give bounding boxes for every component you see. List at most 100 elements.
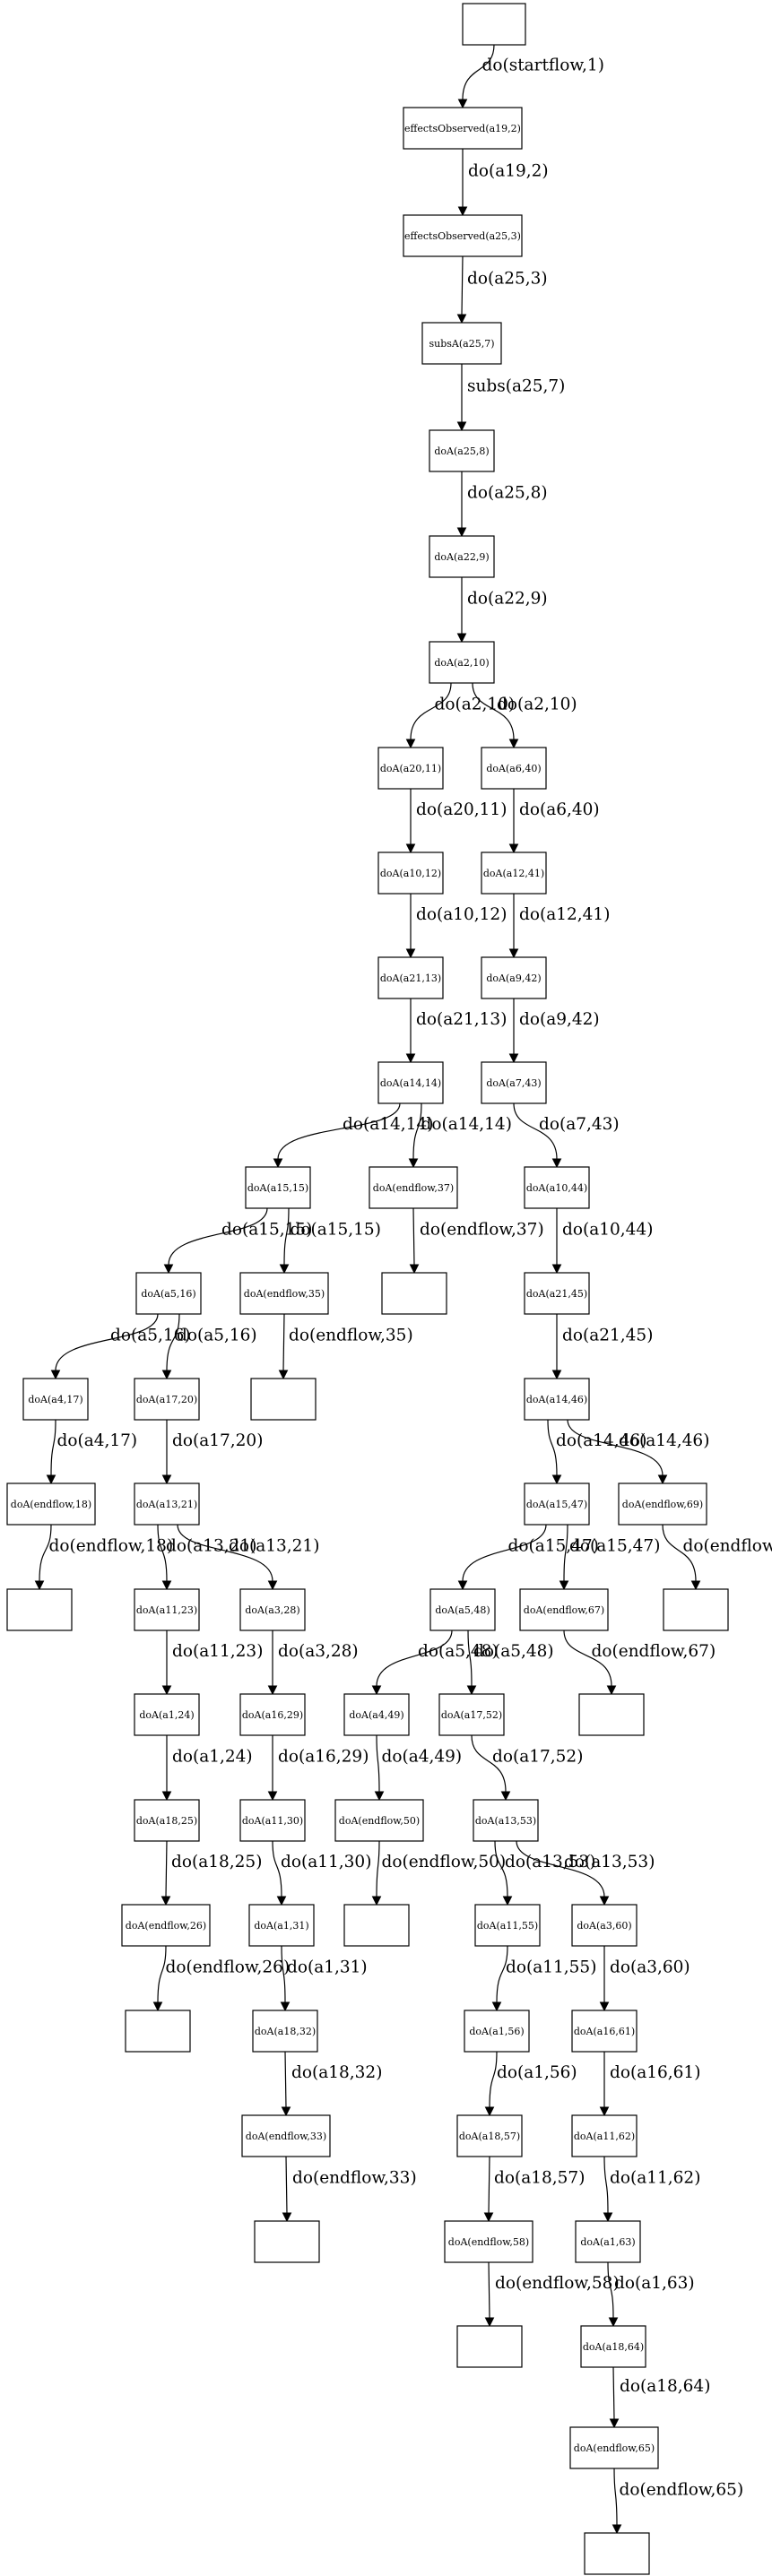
edge-e40: do(a21,45): [551, 1314, 653, 1380]
edge-e4: subs(a25,7): [456, 364, 565, 432]
node-label: doA(a11,30): [242, 1815, 303, 1827]
edge-line: [177, 1524, 273, 1582]
edge-label: do(a13,21): [229, 1537, 319, 1556]
node-n35: doA(a12,41): [481, 851, 547, 895]
arrowhead-icon: [599, 1896, 610, 1906]
edge-label: do(a13,53): [564, 1853, 655, 1871]
node-box: [481, 851, 547, 895]
arrowhead-icon: [551, 1474, 562, 1485]
node-box: [403, 107, 523, 150]
edge-e55: do(endflow,58): [484, 2261, 620, 2328]
edge-line: [277, 1102, 401, 1160]
node-label: doA(endflow,26): [126, 1920, 206, 1932]
node-label: doA(a18,64): [583, 2341, 644, 2353]
node-n57: doA(a18,64): [580, 2325, 646, 2368]
edge-e16: do(a5,16): [50, 1313, 191, 1380]
node-n11: doA(a15,15): [245, 1166, 311, 1209]
edge-e3: do(a25,3): [456, 255, 548, 324]
node-n27: doA(a18,32): [252, 2010, 318, 2053]
edge-label: do(endflow,35): [289, 1327, 413, 1345]
edge-label: do(a12,41): [519, 905, 610, 924]
edge-line: [157, 1945, 167, 2003]
node-label: doA(a11,23): [136, 1604, 197, 1616]
edge-label: do(a11,55): [506, 1958, 596, 1977]
edge-e53: do(a1,56): [484, 2051, 577, 2117]
edge-e14: do(a15,15): [163, 1207, 312, 1275]
arrowhead-icon: [551, 1370, 562, 1380]
node-label: doA(a21,45): [526, 1288, 587, 1300]
arrowhead-icon: [34, 1580, 45, 1591]
arrowhead-icon: [551, 1264, 562, 1275]
edge-line: [547, 1419, 558, 1476]
arrowhead-icon: [500, 1791, 511, 1802]
edge-label: do(a11,23): [172, 1642, 263, 1661]
edge-label: do(a15,15): [221, 1221, 312, 1240]
edge-e12: do(a14,14): [273, 1102, 433, 1169]
edge-e60: do(a18,64): [609, 2366, 710, 2429]
edge-label: do(endflow,33): [292, 2169, 417, 2188]
edge-label: do(a2,10): [497, 696, 577, 714]
arrowhead-icon: [491, 2001, 502, 2012]
arrowhead-icon: [559, 1580, 569, 1591]
edge-label: do(a13,21): [166, 1537, 256, 1556]
edge-line: [282, 1313, 285, 1371]
node-box: [135, 1272, 202, 1315]
node-n49: doA(a1,56): [464, 2010, 530, 2053]
edge-label: do(endflow,37): [420, 1221, 544, 1240]
node-box: [134, 1588, 200, 1631]
edge-label: do(a5,48): [418, 1642, 499, 1661]
node-box: [474, 1904, 541, 1947]
node-label: doA(endflow,37): [373, 1182, 454, 1194]
node-label: doA(a14,14): [380, 1077, 441, 1089]
edge-e29: do(a11,30): [272, 1840, 371, 1906]
node-label: doA(a14,46): [526, 1394, 587, 1405]
node-box: [250, 1378, 317, 1421]
node-n26: doA(a1,31): [248, 1904, 315, 1947]
arrowhead-icon: [161, 1370, 172, 1380]
node-box: [580, 2325, 646, 2368]
node-box: [239, 1588, 306, 1631]
node-box: [429, 429, 495, 472]
node-label: doA(a20,11): [380, 763, 441, 774]
edge-label: do(a21,13): [416, 1010, 507, 1029]
edge-line: [284, 2051, 287, 2108]
edge-label: do(a25,3): [467, 270, 548, 289]
arrowhead-icon: [161, 1791, 172, 1802]
edge-e33: do(endflow,35): [278, 1313, 413, 1380]
node-box: [663, 1588, 729, 1631]
arrowhead-icon: [599, 2106, 610, 2117]
edge-line: [516, 1840, 605, 1897]
node-n63: [663, 1588, 729, 1631]
arrowhead-icon: [374, 1791, 385, 1802]
node-box: [377, 851, 444, 895]
edge-e36: do(a12,41): [508, 894, 610, 959]
edge-line: [488, 2261, 490, 2319]
edge-line: [376, 1734, 380, 1793]
edge-label: do(a25,8): [467, 484, 548, 503]
node-box: [6, 1482, 96, 1526]
arrowhead-icon: [267, 1685, 278, 1696]
edge-label: do(a18,32): [291, 2063, 382, 2082]
node-n34: doA(a6,40): [481, 747, 547, 790]
edge-e59: do(a1,63): [607, 2261, 695, 2328]
node-n19: doA(a1,24): [134, 1693, 200, 1736]
edge-label: do(a1,31): [287, 1958, 368, 1977]
arrowhead-icon: [161, 1685, 172, 1696]
edge-e26: do(endflow,26): [152, 1945, 290, 2012]
node-label: doA(a3,28): [245, 1604, 299, 1616]
node-label: doA(a1,31): [254, 1920, 308, 1932]
arrowhead-icon: [466, 1685, 477, 1696]
node-box: [524, 1378, 590, 1421]
node-n45: [343, 1904, 410, 1947]
edge-label: subs(a25,7): [467, 377, 565, 396]
edge-e22: do(a13,21): [177, 1524, 319, 1591]
node-n18: doA(a11,23): [134, 1588, 200, 1631]
node-box: [481, 956, 547, 999]
edge-e46: do(a5,48): [466, 1629, 554, 1696]
node-label: doA(a25,8): [434, 445, 489, 457]
arrowhead-icon: [163, 1264, 174, 1275]
edge-line: [283, 1207, 290, 1266]
node-label: doA(endflow,65): [574, 2442, 655, 2454]
edge-label: do(a21,45): [562, 1327, 653, 1345]
